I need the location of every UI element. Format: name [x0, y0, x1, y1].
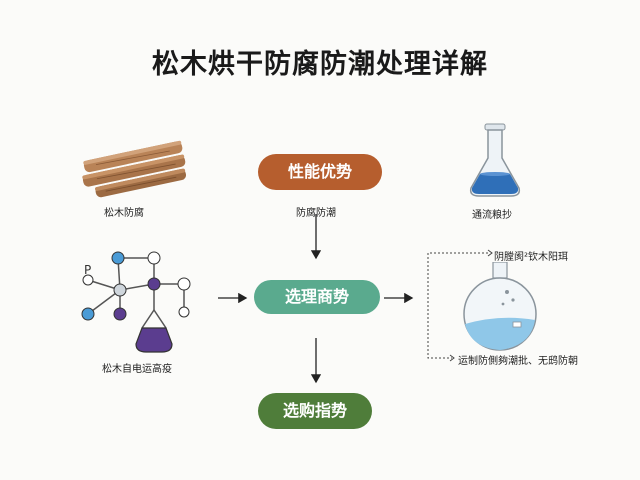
flask-label: 通流粮抄 [472, 210, 512, 221]
purchase-guide-box: 选购指势 [258, 393, 372, 429]
advantage-box: 性能优势 [258, 154, 382, 190]
right-top-label: 阴膛阂²钦木阳珥 [494, 252, 569, 263]
round-flask-icon [463, 262, 537, 351]
svg-text:P: P [84, 263, 91, 277]
selection-box: 选理商势 [254, 280, 380, 314]
page-title: 松木烘干防腐防潮处理详解 [152, 49, 488, 80]
wood-label: 松木防腐 [104, 208, 144, 219]
wood-logs-icon [82, 140, 187, 198]
advantage-sub-label: 防腐防潮 [296, 208, 336, 219]
right-bottom-label: 运制防側夠潮批、无鸱防朝 [458, 356, 578, 367]
molecule-icon: P [81, 251, 191, 353]
dashed-bracket [427, 252, 488, 359]
flask-icon [469, 123, 521, 197]
molecule-label: 松木自电运高疫 [102, 364, 172, 375]
